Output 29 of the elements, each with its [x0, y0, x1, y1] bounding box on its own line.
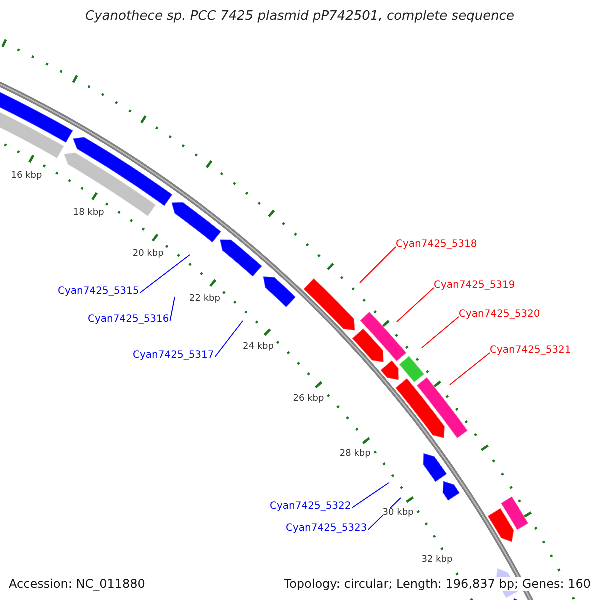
title: Cyanothece sp. PCC 7425 plasmid pP742501, complete sequence	[84, 9, 516, 24]
leader-line	[140, 254, 190, 294]
gene-label: Cyan7425_5322	[270, 501, 352, 512]
gene-label: Cyan7425_5317	[133, 350, 214, 361]
gene-label: Cyan7425_5315	[58, 286, 140, 297]
footer-text: Accession: NC_011880	[9, 577, 146, 591]
gene-label: Cyan7425_5316	[88, 314, 170, 325]
leader-line	[352, 482, 390, 508]
scale-label: 22 kbp	[190, 294, 220, 304]
gene-label: Cyan7425_5321	[490, 345, 572, 356]
leader-line	[450, 352, 490, 386]
scale-label: 28 kbp	[340, 449, 371, 460]
scale-label: 26 kbp	[293, 394, 324, 404]
scale-label: 24 kbp	[243, 342, 274, 352]
footer-text: Topology: circular; Length: 196,837 bp; Genes: 160	[284, 577, 591, 591]
gene-label: Cyan7425_5320	[459, 309, 540, 320]
leader-line	[170, 296, 176, 322]
gene-label: Cyan7425_5323	[286, 523, 368, 534]
scale-label: 30 kbp	[382, 508, 414, 518]
scale-label: 20 kbp	[132, 248, 164, 259]
scale-label: 18 kbp	[73, 208, 104, 218]
scale-label: 16 kbp	[11, 170, 42, 181]
gene-label: Cyan7425_5319	[434, 280, 516, 291]
leader-line	[360, 246, 396, 284]
gene-label: Cyan7425_5318	[396, 239, 478, 250]
leader-line	[214, 320, 244, 358]
leader-line	[396, 288, 434, 322]
leader-line	[422, 316, 460, 348]
scale-label: 32 kbp	[422, 555, 453, 565]
